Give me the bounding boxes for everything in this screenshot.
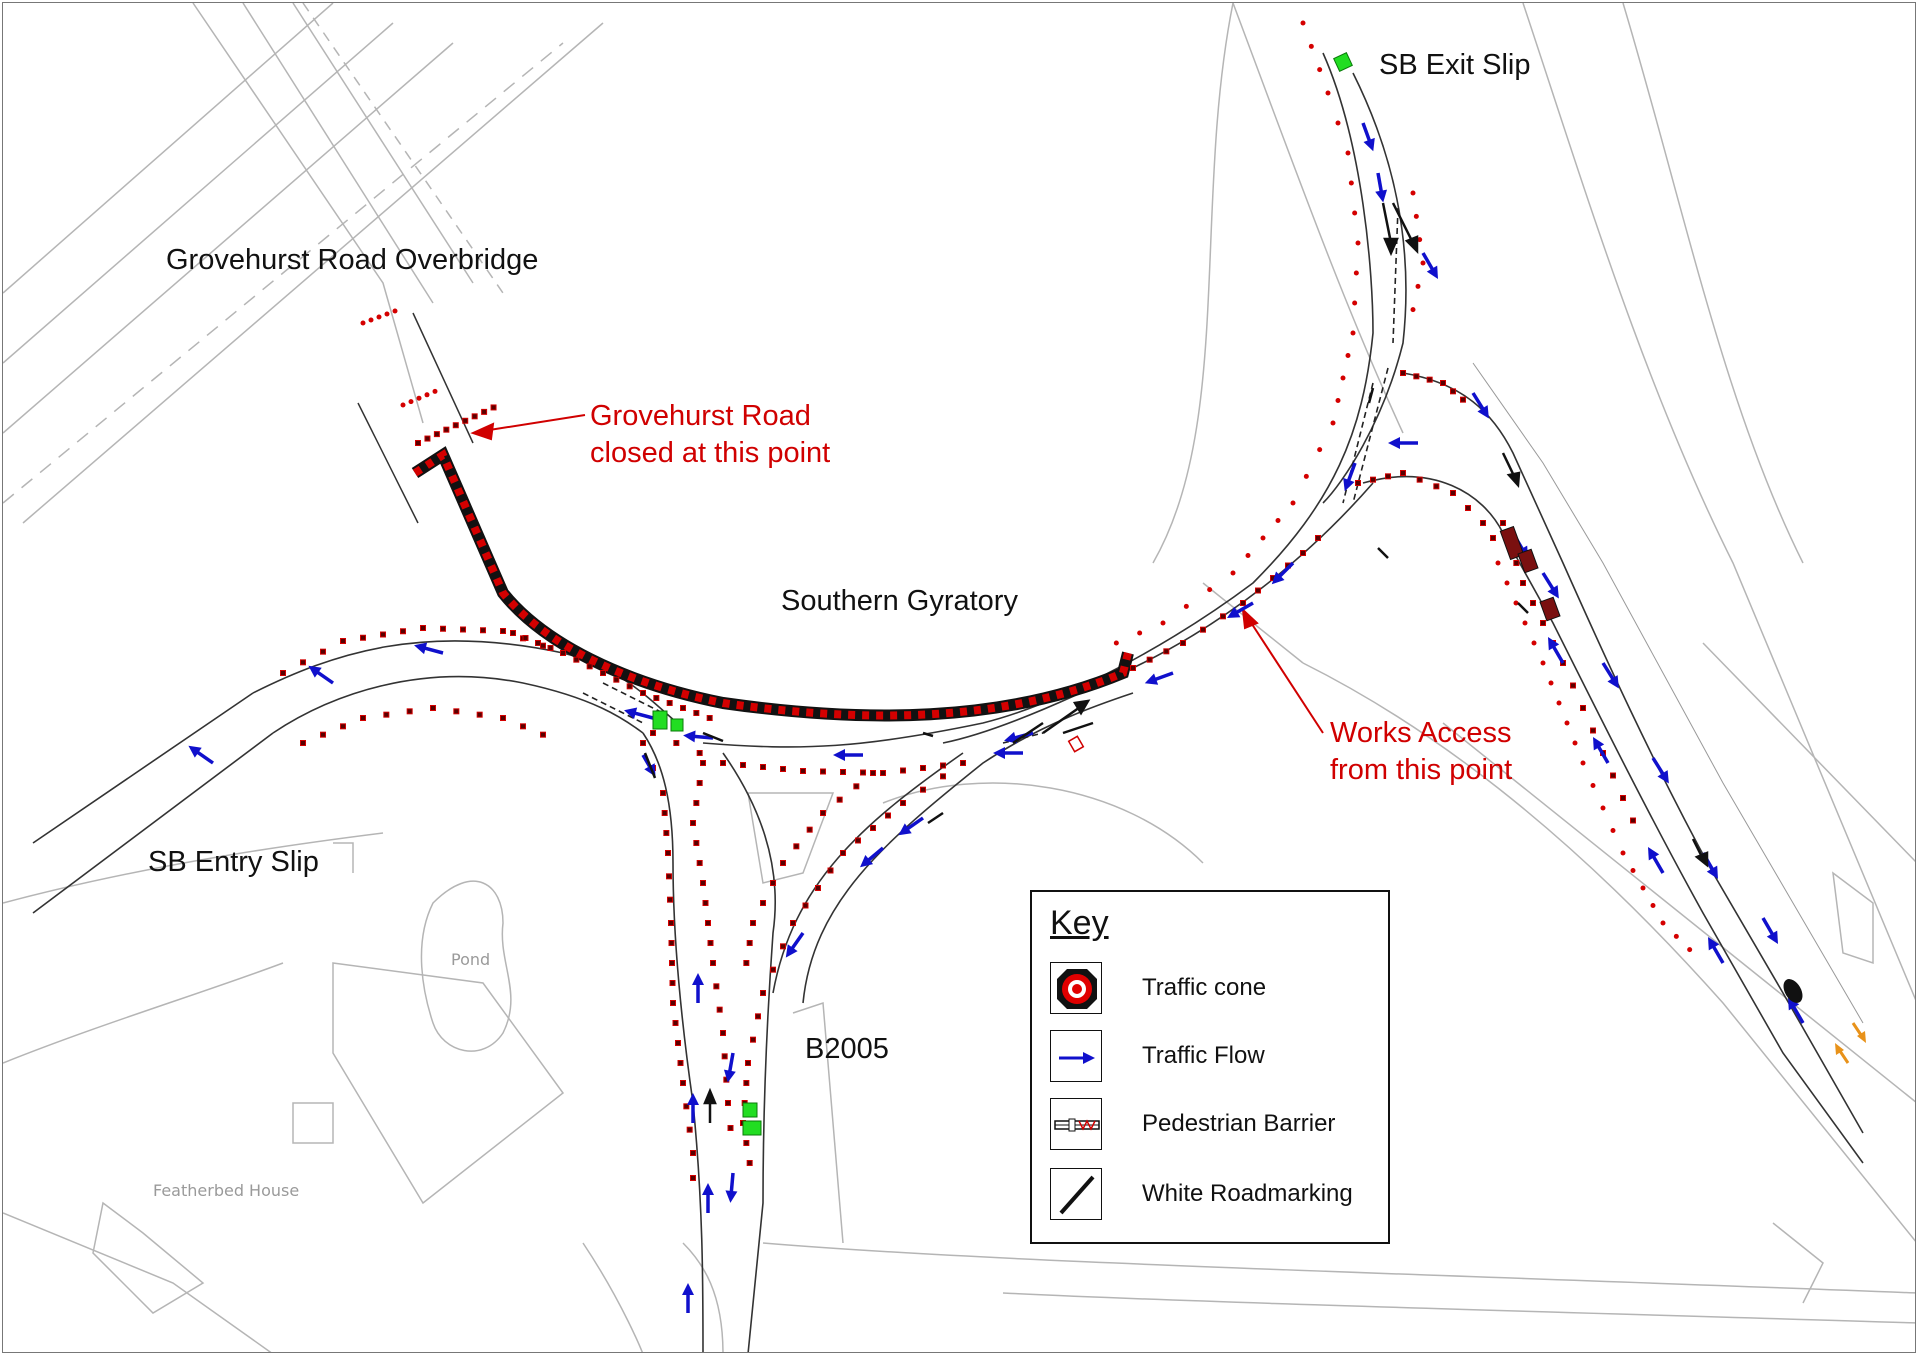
flow-arrow — [860, 846, 885, 868]
key-label-traffic-cone: Traffic cone — [1142, 974, 1267, 1001]
flow-arrow — [414, 642, 444, 655]
label-sb-entry-slip: SB Entry Slip — [148, 846, 319, 878]
label-works-access-line2: from this point — [1330, 754, 1513, 786]
cone-line-gyratory-east — [1355, 470, 1496, 541]
cone-line-east-corridor — [1495, 560, 1693, 953]
key-label-white-roadmarking: White Roadmarking — [1142, 1180, 1353, 1207]
cone-line-b2005-inner — [743, 770, 876, 966]
green-signal-markers — [652, 52, 1353, 1136]
label-grovehurst-overbridge: Grovehurst Road Overbridge — [166, 244, 539, 276]
pedestrian-barriers — [1067, 525, 1561, 753]
flow-arrow — [725, 1172, 738, 1203]
flow-arrow — [1227, 601, 1254, 618]
key-item-pedestrian-barrier: Pedestrian Barrier — [1050, 1098, 1380, 1152]
flow-arrow — [687, 1093, 699, 1123]
cone-line-b2005-median — [690, 760, 734, 1131]
traffic-flow-arrow-icon — [1050, 1030, 1102, 1082]
flow-arrow — [785, 931, 805, 958]
traffic-flow-arrows — [188, 122, 1805, 1313]
label-grovehurst-closed-line1: Grovehurst Road — [590, 400, 811, 432]
flow-arrow — [723, 1052, 736, 1083]
flow-arrow — [1648, 847, 1665, 874]
map-key: Key Traffic cone Traffic Flow — [1030, 890, 1390, 1244]
key-label-traffic-flow: Traffic Flow — [1142, 1042, 1265, 1069]
flow-arrow — [993, 747, 1023, 759]
pedestrian-barrier-icon — [1050, 1098, 1102, 1150]
flow-arrow — [683, 730, 714, 743]
cone-line-closure-inner — [510, 630, 713, 721]
cone-line-exit-slip-east — [1410, 190, 1426, 313]
flow-arrow — [1343, 462, 1357, 492]
road-closure-barrier — [411, 446, 1134, 722]
cone-line-closure-top — [415, 404, 497, 446]
cone-line-west-south — [300, 705, 546, 746]
flow-arrow — [1421, 252, 1438, 279]
white-roadmarkings — [643, 202, 1709, 1123]
label-sb-exit-slip: SB Exit Slip — [1379, 49, 1531, 81]
flow-arrow — [1601, 662, 1619, 689]
flow-arrow — [1708, 937, 1725, 964]
cone-line-exit-slip-west — [1113, 20, 1361, 646]
flow-arrow — [1271, 561, 1295, 585]
key-item-white-roadmarking: White Roadmarking — [1050, 1168, 1380, 1222]
flow-arrow — [1144, 671, 1174, 685]
cone-line-b2005-west — [640, 740, 696, 1181]
traffic-management-map — [3, 3, 1915, 1352]
label-works-access-line1: Works Access — [1330, 717, 1512, 749]
label-pond: Pond — [451, 950, 491, 969]
flow-arrow — [1761, 917, 1778, 944]
flow-arrow — [1375, 172, 1388, 203]
key-item-traffic-cone: Traffic cone — [1050, 962, 1380, 1016]
flow-arrow — [1541, 572, 1559, 599]
label-southern-gyratory: Southern Gyratory — [781, 585, 1018, 617]
key-label-pedestrian-barrier: Pedestrian Barrier — [1142, 1110, 1336, 1137]
key-item-traffic-flow: Traffic Flow — [1050, 1030, 1380, 1084]
flow-arrow — [833, 749, 863, 761]
flow-arrow — [1651, 757, 1669, 784]
flow-arrow — [702, 1183, 714, 1213]
annotation-arrows — [470, 414, 1324, 734]
label-grovehurst-closed-line2: closed at this point — [590, 437, 831, 469]
flow-arrow — [1361, 122, 1375, 152]
cone-line-junction-east — [1400, 370, 1466, 403]
misc-symbols — [1783, 979, 1866, 1064]
flow-arrow — [624, 707, 654, 720]
cone-cluster-overbridge-2 — [400, 388, 438, 408]
white-roadmarking-icon — [1050, 1168, 1102, 1220]
background-mapping — [3, 3, 1915, 1352]
flow-arrow — [692, 973, 704, 1003]
label-featherbed-house: Featherbed House — [153, 1181, 300, 1200]
pond-outline — [420, 880, 512, 1052]
traffic-cones — [280, 20, 1693, 1181]
flow-arrow — [898, 816, 925, 836]
cone-cluster-overbridge-1 — [360, 308, 398, 326]
flow-arrow — [1593, 737, 1610, 764]
traffic-cone-icon — [1050, 962, 1102, 1014]
label-b2005: B2005 — [805, 1033, 889, 1065]
flow-arrow — [1548, 637, 1565, 664]
flow-arrow — [188, 745, 215, 765]
key-title: Key — [1050, 904, 1109, 942]
flow-arrow — [308, 665, 335, 685]
cone-line-gyratory-south — [650, 730, 946, 776]
flow-arrow — [1388, 437, 1418, 449]
flow-arrow — [1471, 392, 1489, 419]
give-way-lines — [582, 207, 1399, 744]
flow-arrow — [682, 1283, 694, 1313]
